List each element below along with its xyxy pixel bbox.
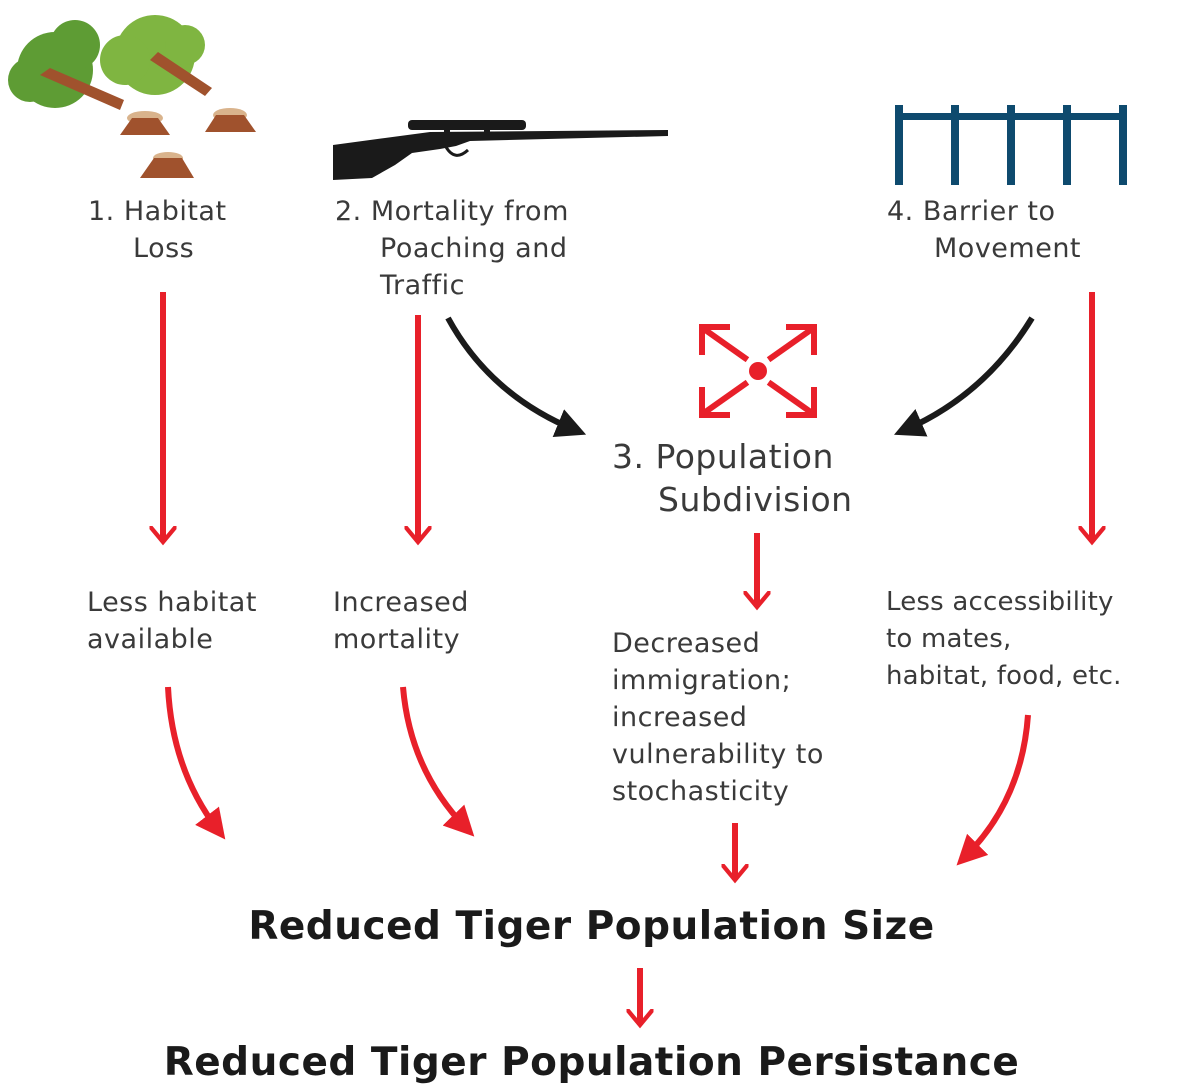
- arrow-access-curve: [956, 714, 1031, 866]
- factor-habitat-loss-line1: 1. Habitat: [88, 196, 227, 227]
- factor-mortality-line2: Poaching and: [380, 233, 568, 264]
- outcome-size: Reduced Tiger Population Size: [248, 904, 935, 949]
- effect-immigration-line1: Decreased: [612, 628, 761, 659]
- scatter-arrows-icon: [699, 324, 817, 418]
- factor-mortality-label: 2. Mortality from Poaching and Traffic: [335, 193, 569, 304]
- effect-habitat-line1: Less habitat: [87, 587, 257, 618]
- effect-immigration-line3: increased: [612, 702, 748, 733]
- effect-immigration-label: Decreased immigration; increased vulnera…: [612, 625, 824, 810]
- outcome-persistence: Reduced Tiger Population Persistance: [163, 1040, 1020, 1085]
- effect-immigration-line4: vulnerability to: [612, 739, 824, 770]
- effect-immigration-line2: immigration;: [612, 665, 792, 696]
- effect-habitat-line2: available: [87, 624, 214, 655]
- effect-habitat-label: Less habitat available: [87, 584, 257, 658]
- effect-mortality-line2: mortality: [333, 624, 461, 655]
- factor-habitat-loss-label: 1. Habitat Loss: [88, 193, 227, 267]
- effect-mortality-label: Increased mortality: [333, 584, 469, 658]
- factor-mortality-line1: 2. Mortality from: [335, 196, 569, 227]
- effect-access-line1: Less accessibility: [886, 587, 1114, 617]
- factor-subdivision-label: 3. Population Subdivision: [612, 435, 853, 521]
- effect-immigration-line5: stochasticity: [612, 776, 790, 807]
- effect-access-label: Less accessibility to mates, habitat, fo…: [886, 584, 1122, 695]
- factor-barrier-line2: Movement: [934, 233, 1082, 264]
- fence-icon: [895, 105, 1127, 185]
- arrow-habitat-curve: [165, 686, 226, 840]
- deforestation-icon: [8, 15, 256, 178]
- factor-subdivision-line2: Subdivision: [658, 480, 853, 519]
- arrow-mortality-to-subdivision: [445, 316, 587, 438]
- factor-habitat-loss-line2: Loss: [133, 233, 195, 264]
- factor-mortality-line3: Traffic: [380, 270, 466, 301]
- effect-access-line2: to mates,: [886, 624, 1012, 654]
- arrow-barrier-to-subdivision: [894, 316, 1035, 437]
- rifle-icon: [333, 120, 668, 180]
- factor-subdivision-line1: 3. Population: [612, 437, 834, 476]
- factor-barrier-line1: 4. Barrier to: [887, 196, 1056, 227]
- effect-mortality-line1: Increased: [333, 587, 469, 618]
- arrow-mortality-curve: [400, 686, 475, 837]
- factor-barrier-label: 4. Barrier to Movement: [887, 193, 1081, 267]
- effect-access-line3: habitat, food, etc.: [886, 661, 1122, 691]
